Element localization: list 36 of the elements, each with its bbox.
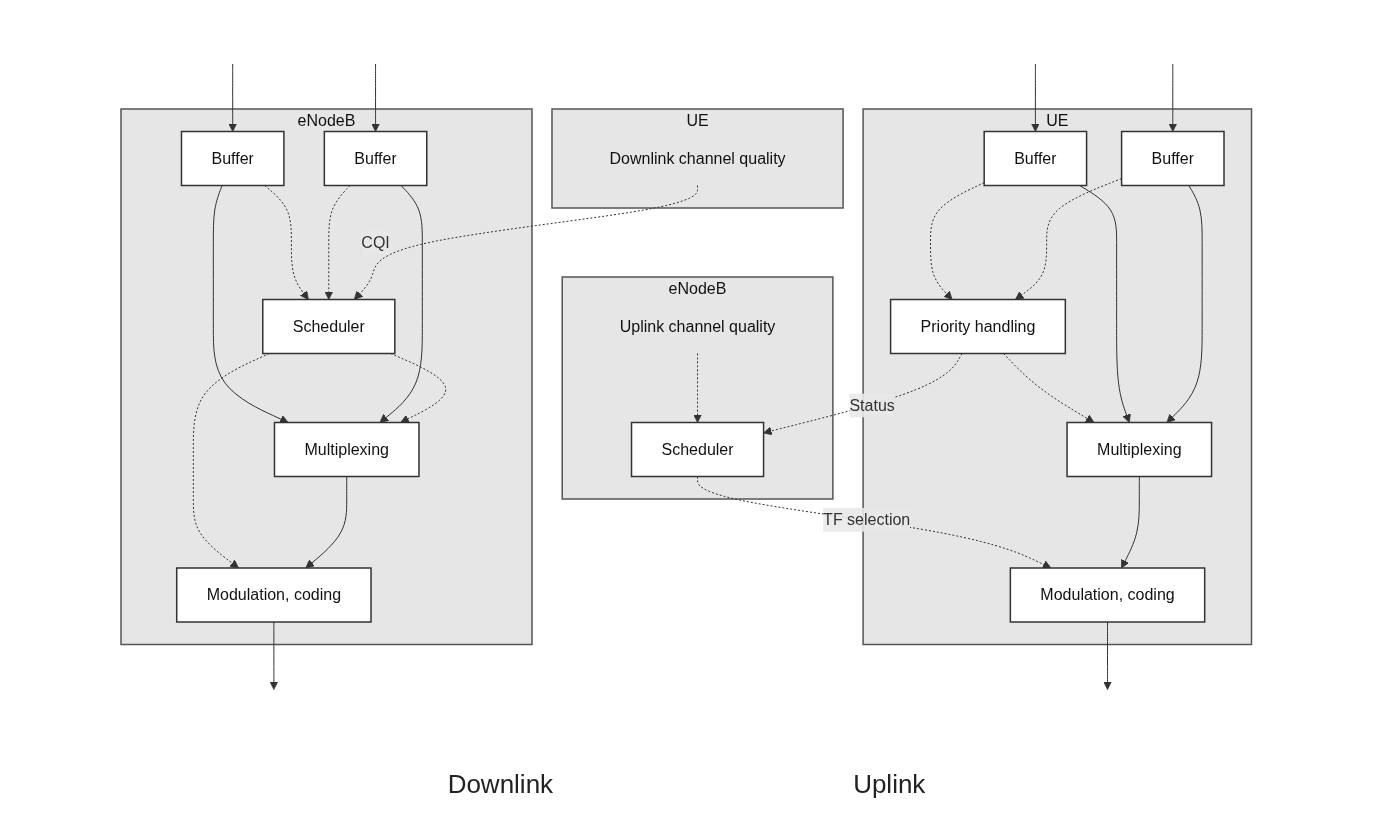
arrow <box>1121 476 1141 569</box>
node-box: Buffer <box>1121 131 1225 187</box>
caption-text: Downlink <box>447 768 554 800</box>
arrow <box>269 621 279 691</box>
arrow <box>264 185 310 301</box>
edge-label: TF selection <box>823 511 911 529</box>
node-text: Uplink channel quality <box>619 317 776 335</box>
edge-label: CQI <box>361 233 391 251</box>
node-box: Buffer <box>323 131 428 187</box>
node-box: Scheduler <box>262 299 396 355</box>
node-box: Modulation, coding <box>1009 567 1206 623</box>
arrow <box>1031 63 1041 133</box>
node-box: Modulation, coding <box>176 567 373 623</box>
node-box: Scheduler <box>631 422 765 478</box>
arrow <box>1168 63 1178 133</box>
node-box: Multiplexing <box>274 422 420 478</box>
arrow <box>1079 185 1131 424</box>
node-box: Buffer <box>181 131 285 187</box>
arrow <box>305 476 348 569</box>
arrow <box>693 353 703 424</box>
arrow <box>213 185 289 424</box>
arrow <box>228 63 238 133</box>
arrow <box>354 185 699 301</box>
node-box: Buffer <box>983 131 1088 187</box>
arrow <box>697 476 1052 569</box>
node-box: Multiplexing <box>1066 422 1213 478</box>
node-box: Priority handling <box>890 299 1067 355</box>
arrow <box>1003 353 1095 424</box>
node-text: Downlink channel quality <box>609 149 786 167</box>
arrow <box>324 185 351 301</box>
arrow <box>379 185 424 424</box>
arrow <box>371 63 381 133</box>
arrow <box>1103 621 1113 691</box>
arrow <box>763 353 963 436</box>
caption-text: Uplink <box>853 768 926 800</box>
arrow <box>1166 185 1203 424</box>
